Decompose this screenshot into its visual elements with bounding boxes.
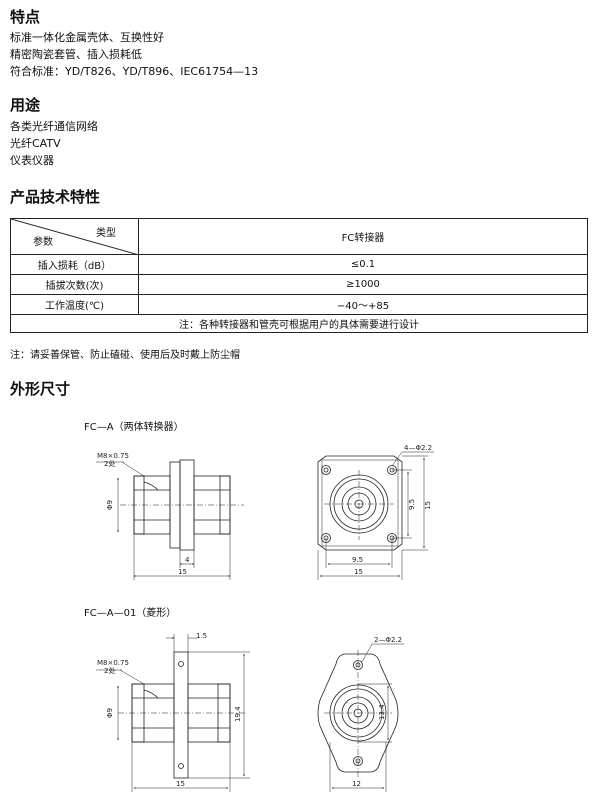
fig1-dia-label: Φ9 bbox=[106, 500, 114, 510]
fig2-194-label: 19.4 bbox=[234, 706, 242, 722]
fig1-front-view bbox=[317, 451, 434, 580]
fig2-15-label: 1.5 bbox=[196, 632, 207, 640]
fig1-caption: FC—A（两体转换器） bbox=[84, 422, 184, 433]
spec-table-header-cell: 类型 参数 bbox=[10, 218, 139, 255]
fig1-thread-sub: 2处 bbox=[104, 459, 115, 468]
features-title: 特点 bbox=[10, 8, 41, 26]
fig1-holes-label: 4—Φ2.2 bbox=[404, 444, 432, 452]
fig1-side-view bbox=[96, 459, 244, 580]
table-row: 插入损耗（dB） ≤0.1 bbox=[10, 254, 588, 275]
table-note-row: 注：各种转接器和管壳可根据用户的具体需要进行设计 bbox=[10, 314, 588, 333]
fig1-len-label: 15 bbox=[178, 568, 187, 576]
header-param-label: 参数 bbox=[33, 237, 53, 248]
usage-item: 光纤CATV bbox=[10, 137, 61, 150]
spec-table: 类型 参数 FC转接器 插入损耗（dB） ≤0.1 插拔次数(次) ≥1000 … bbox=[10, 218, 588, 333]
fig2-dia-label: Φ9 bbox=[106, 708, 114, 718]
fig2-front-view bbox=[317, 643, 404, 792]
usage-title: 用途 bbox=[10, 96, 41, 114]
specs-title: 产品技术特性 bbox=[10, 188, 101, 206]
feature-item: 精密陶瓷套管、插入损耗低 bbox=[10, 48, 142, 61]
diagonal-line bbox=[11, 219, 139, 255]
feature-item: 符合标准：YD/T826、YD/T896、IEC61754—13 bbox=[10, 65, 259, 78]
table-note: 注：各种转接器和管壳可根据用户的具体需要进行设计 bbox=[10, 314, 588, 333]
fig1-15v-label: 15 bbox=[424, 501, 432, 510]
fig1-width-label: 4 bbox=[185, 556, 190, 564]
fig1-thread-label: M8×0.75 bbox=[97, 452, 129, 460]
usage-item: 各类光纤通信网络 bbox=[10, 120, 98, 133]
fig2-thread-sub: 2处 bbox=[104, 666, 115, 675]
fig1-95h-label: 9.5 bbox=[352, 556, 363, 564]
header-type-label: 类型 bbox=[96, 228, 116, 239]
feature-item: 标准一体化金属壳体、互换性好 bbox=[10, 31, 164, 44]
usage-item: 仪表仪器 bbox=[10, 154, 54, 167]
fig2-134-label: 13.4 bbox=[378, 704, 386, 720]
fig2-len-label: 15 bbox=[176, 780, 185, 788]
fig2-side-view bbox=[96, 634, 250, 792]
fig1-95v-label: 9.5 bbox=[408, 499, 416, 510]
fig2-holes-label: 2—Φ2.2 bbox=[374, 636, 402, 644]
fig2-12-label: 12 bbox=[352, 780, 361, 788]
fig1-15h-label: 15 bbox=[354, 568, 363, 576]
handling-note: 注：请妥善保管、防止磕碰、使用后及时戴上防尘帽 bbox=[10, 350, 240, 361]
fig2-thread-label: M8×0.75 bbox=[97, 659, 129, 667]
dimensions-title: 外形尺寸 bbox=[10, 380, 71, 398]
fig2-caption: FC—A—01（菱形） bbox=[84, 608, 177, 619]
